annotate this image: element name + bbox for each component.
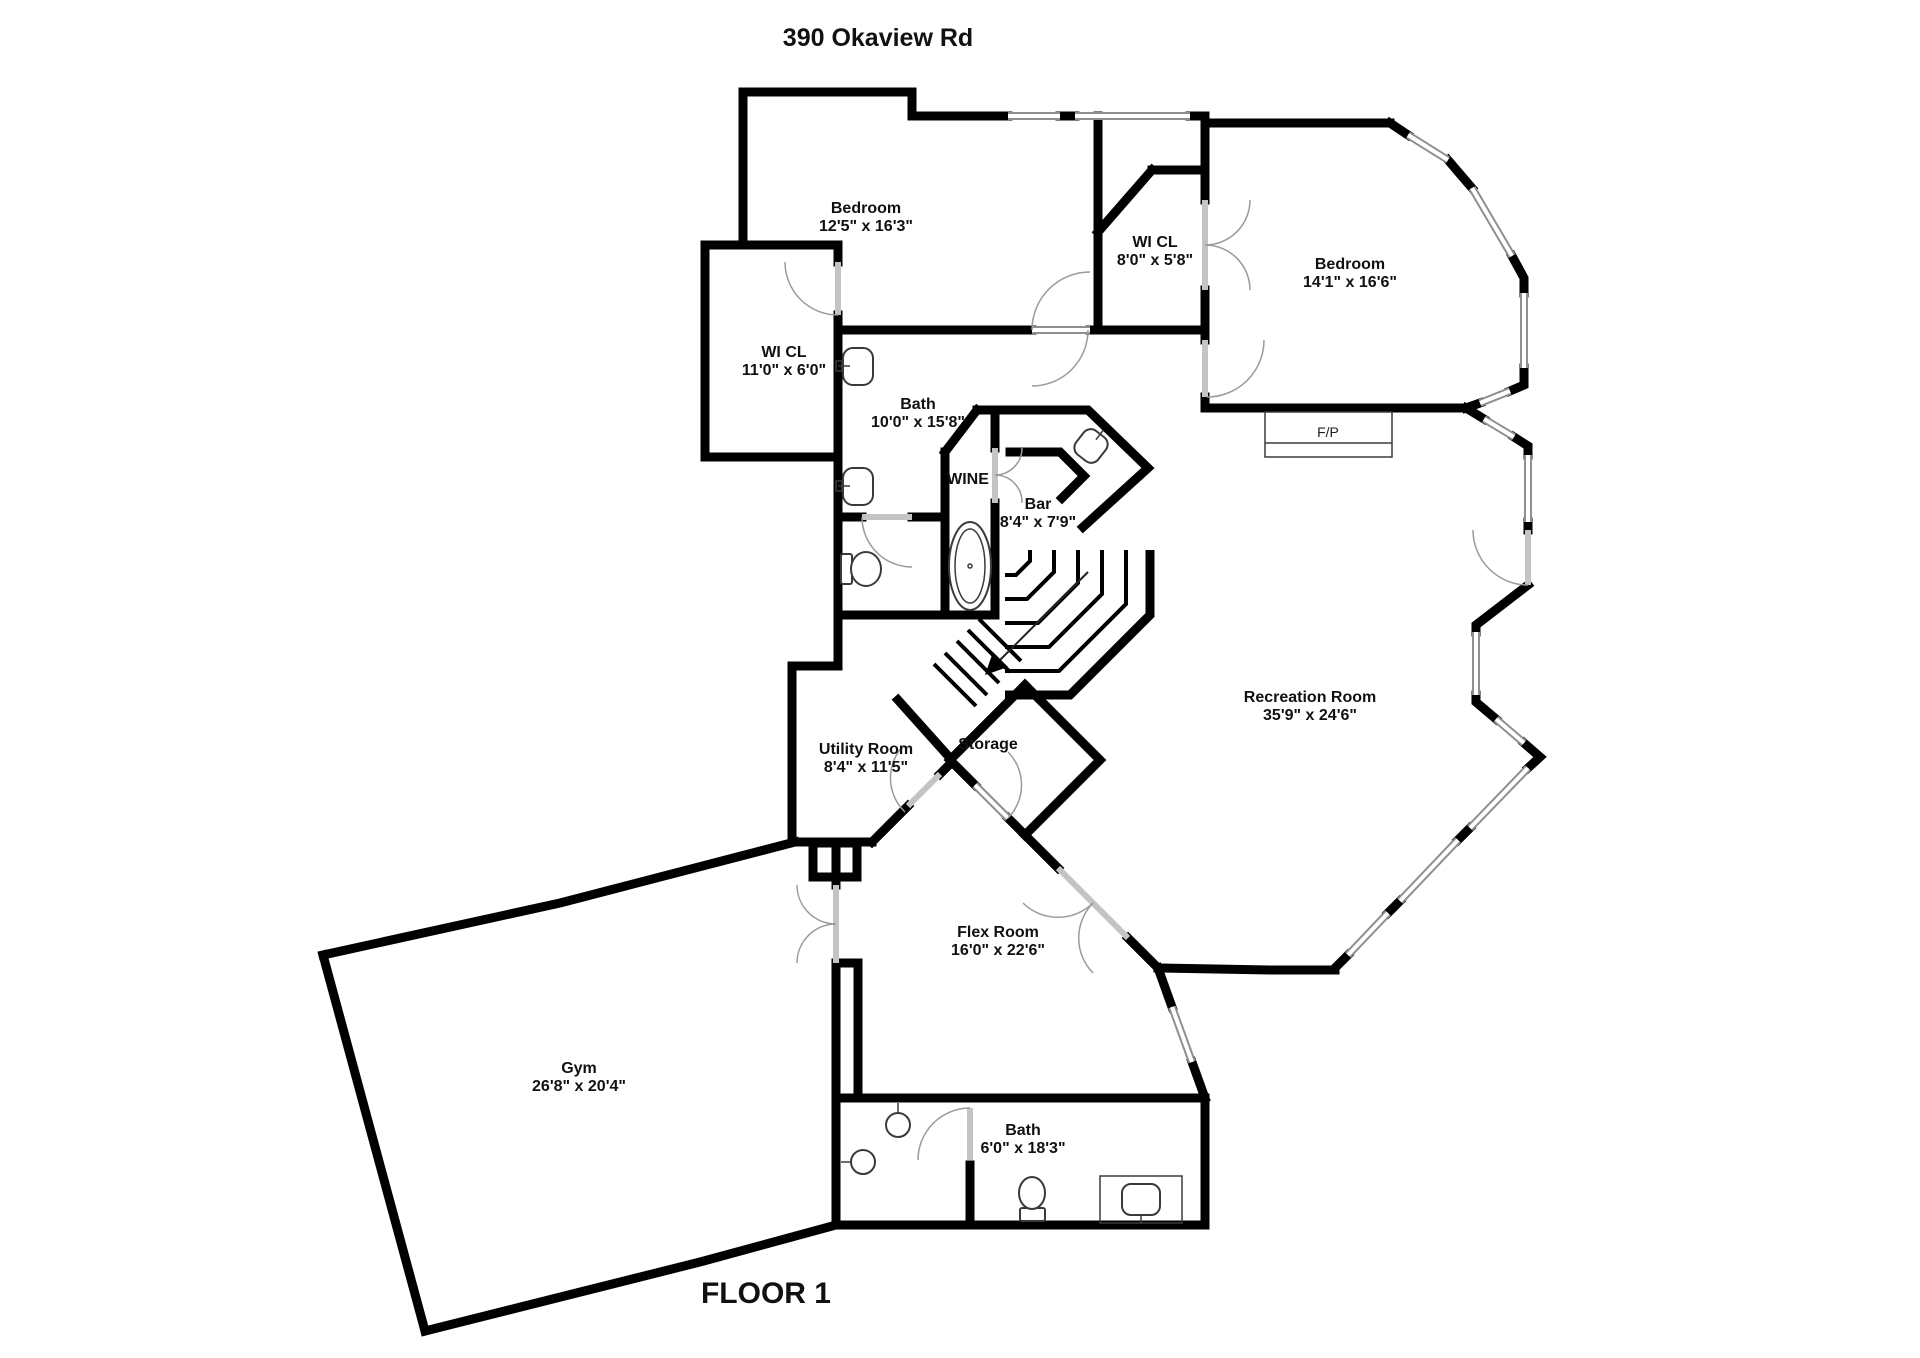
room-dims-bar: 8'4" x 7'9" (1000, 514, 1076, 531)
room-dims-flex: 16'0" x 22'6" (951, 942, 1045, 959)
room-dims-wicl-left: 11'0" x 6'0" (742, 362, 826, 379)
windows (972, 112, 1532, 1064)
doors (784, 199, 1531, 1161)
room-label-bedroom-right: Bedroom (1315, 256, 1385, 273)
window-strip (972, 782, 1011, 821)
shower-head-icon (885, 1103, 911, 1138)
plan-title: 390 Okaview Rd (783, 24, 973, 52)
window-strip (1397, 837, 1461, 904)
room-label-wicl-left: WI CL (761, 344, 807, 361)
window-strip (1481, 415, 1517, 441)
room-label-bedroom-top: Bedroom (831, 200, 901, 217)
fireplace-box (1264, 411, 1393, 458)
window-strip (1405, 131, 1451, 164)
labels: 390 Okaview Rd Bedroom 12'5" x 16'3" WI … (532, 24, 1397, 1310)
room-dims-bedroom-right: 14'1" x 16'6" (1303, 274, 1397, 291)
toilet-icon (1018, 1176, 1046, 1222)
room-label-gym: Gym (561, 1060, 597, 1077)
room-dims-bath-main: 10'0" x 15'8" (871, 414, 965, 431)
window-strip (1493, 715, 1527, 747)
bar-sink-icon (1073, 428, 1109, 464)
bathtub-icon (948, 521, 992, 611)
walls (317, 87, 1547, 1337)
room-dims-bedroom-top: 12'5" x 16'3" (819, 218, 913, 235)
window-strip (1468, 185, 1516, 259)
sink-icon (835, 347, 874, 386)
shower-head-icon (841, 1149, 876, 1175)
fireplace-label: F/P (1317, 424, 1339, 440)
room-label-utility: Utility Room (819, 741, 913, 758)
room-dims-wicl-top: 8'0" x 5'8" (1117, 252, 1193, 269)
window-strip (1345, 910, 1391, 958)
stairs-down-arrow-icon (985, 571, 1089, 675)
vanity-sink-icon (1099, 1175, 1183, 1224)
room-dims-bath-lower: 6'0" x 18'3" (980, 1140, 1065, 1157)
window-strip (1168, 1005, 1196, 1064)
room-dims-gym: 26'8" x 20'4" (532, 1078, 626, 1095)
sink-icon (835, 467, 874, 506)
room-label-wicl-top: WI CL (1132, 234, 1178, 251)
window-strip (1478, 387, 1512, 407)
toilet-icon (840, 551, 882, 587)
room-label-bath-main: Bath (900, 396, 936, 413)
room-label-wine: WINE (947, 471, 989, 488)
room-label-recreation: Recreation Room (1244, 689, 1376, 706)
room-label-bar: Bar (1025, 496, 1052, 513)
room-label-storage: Storage (958, 736, 1018, 753)
room-dims-utility: 8'4" x 11'5" (824, 759, 908, 776)
floor-label: FLOOR 1 (701, 1277, 831, 1310)
room-dims-recreation: 35'9" x 24'6" (1263, 707, 1357, 724)
fixtures (835, 347, 1393, 1224)
room-label-bath-lower: Bath (1005, 1122, 1041, 1139)
staircase (932, 550, 1155, 708)
window-strip (1467, 765, 1531, 831)
room-label-flex: Flex Room (957, 924, 1039, 941)
